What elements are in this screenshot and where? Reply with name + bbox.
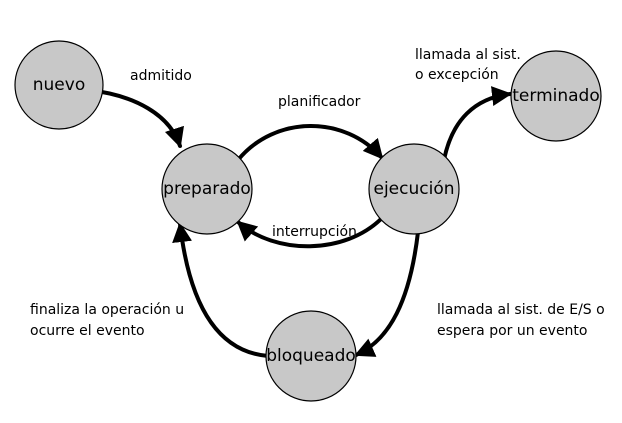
label-planificador: planificador xyxy=(278,94,361,110)
edge-ejecucion-to-bloqueado xyxy=(354,230,420,357)
state-nuevo: nuevo xyxy=(14,40,104,130)
edge-nuevo-to-preparado xyxy=(86,88,184,148)
label-despertar-line1: finaliza la operación u xyxy=(30,302,184,318)
state-terminado-label: terminado xyxy=(512,86,599,106)
edge-ejecucion-to-terminado xyxy=(442,86,512,162)
state-preparado: preparado xyxy=(161,143,253,235)
state-terminado-circle xyxy=(510,50,602,142)
label-esperar-line1: llamada al sist. de E/S o xyxy=(437,302,605,318)
edge-ejecucion-to-preparado xyxy=(236,216,384,249)
state-nuevo-label: nuevo xyxy=(33,75,85,95)
label-interrupcion: interrupción xyxy=(272,224,357,240)
edge-preparado-to-ejecucion xyxy=(236,124,384,162)
state-ejecucion-label: ejecución xyxy=(373,179,454,199)
label-terminar-line1: llamada al sist. xyxy=(415,47,521,63)
state-ejecucion: ejecución xyxy=(368,143,460,235)
state-preparado-circle xyxy=(161,143,253,235)
state-bloqueado: bloqueado xyxy=(265,310,357,402)
label-despertar-line2: ocurre el evento xyxy=(30,323,145,339)
state-terminado: terminado xyxy=(510,50,602,142)
state-bloqueado-circle xyxy=(265,310,357,402)
label-esperar-line2: espera por un evento xyxy=(437,323,588,339)
label-terminar-line2: o excepción xyxy=(415,67,499,83)
label-admitido: admitido xyxy=(130,68,192,84)
state-bloqueado-label: bloqueado xyxy=(266,346,356,366)
state-nuevo-circle xyxy=(14,40,104,130)
state-ejecucion-circle xyxy=(368,143,460,235)
edge-bloqueado-to-preparado xyxy=(172,222,270,358)
state-preparado-label: preparado xyxy=(163,179,251,199)
